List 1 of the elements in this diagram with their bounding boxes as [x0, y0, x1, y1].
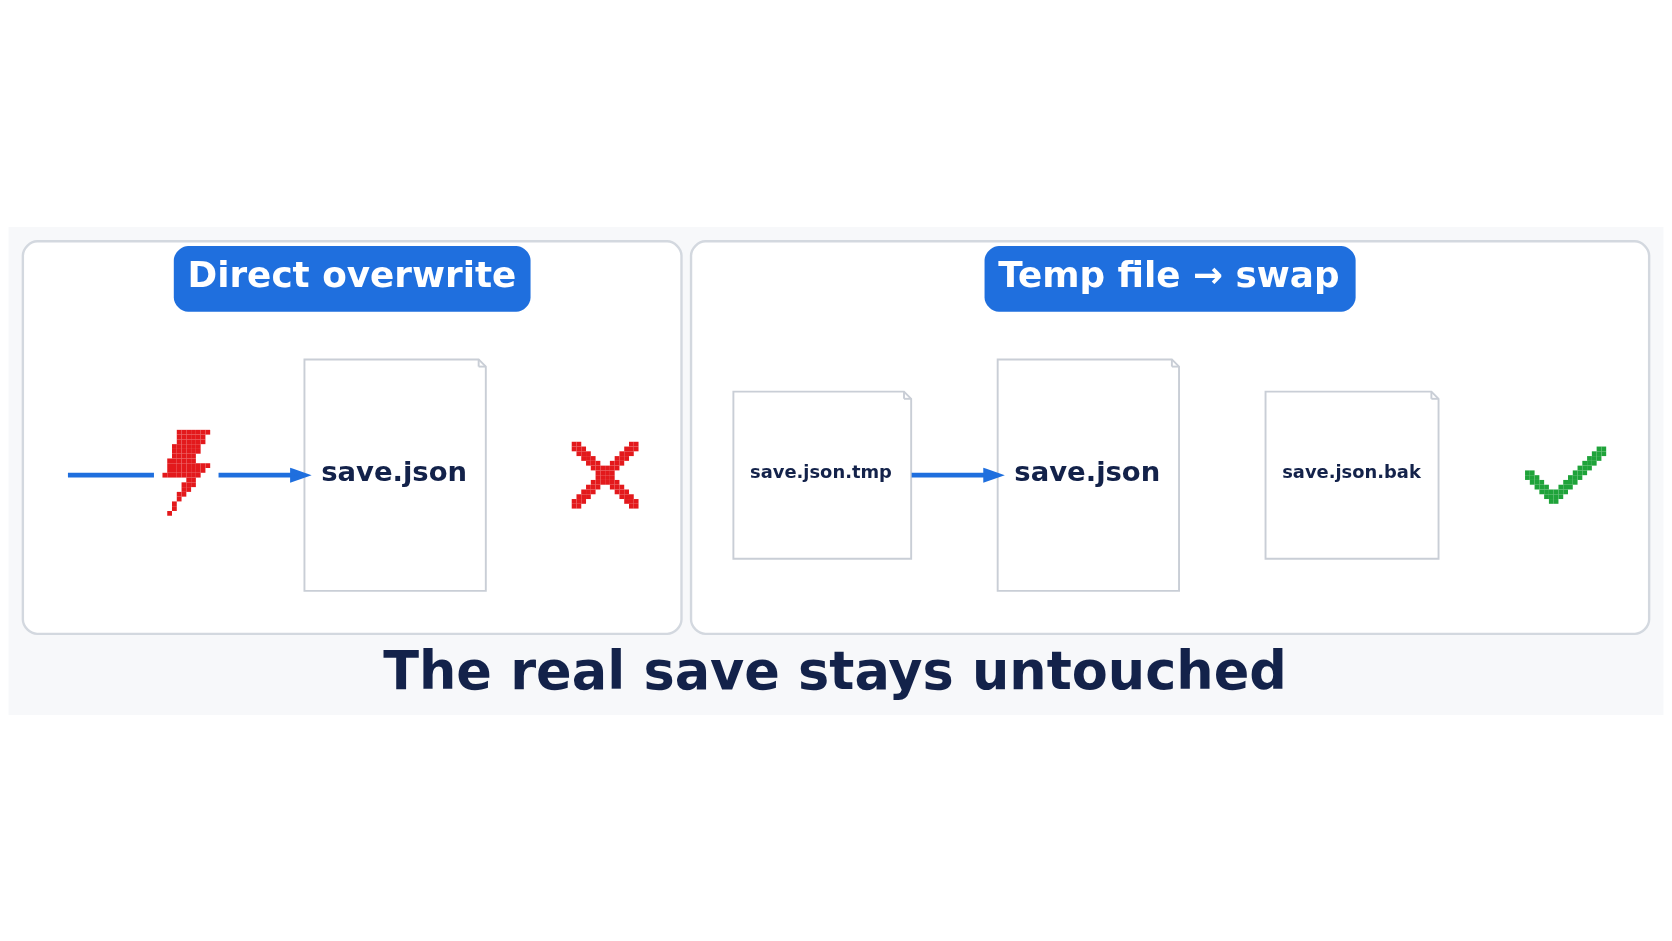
caption: The real save stays untouched	[383, 639, 1287, 701]
